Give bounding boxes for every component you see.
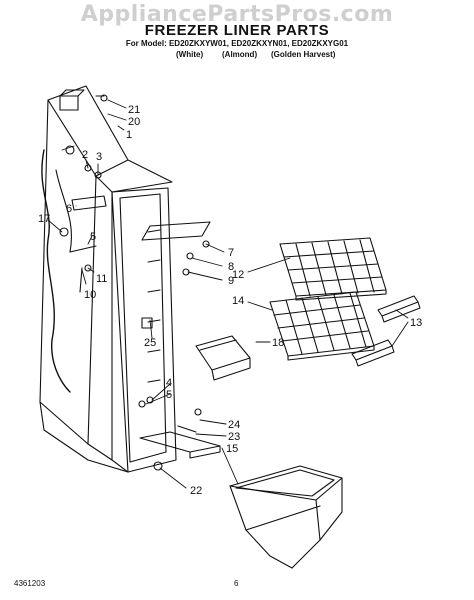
callout-17: 17 bbox=[38, 213, 50, 225]
site-watermark: AppliancePartsPros.com bbox=[80, 2, 394, 27]
shelf-lower bbox=[269, 291, 375, 361]
callout-23: 23 bbox=[228, 431, 240, 443]
callout-13: 13 bbox=[410, 317, 422, 329]
callout-5b: 5 bbox=[166, 389, 172, 401]
document-number: 4361203 bbox=[14, 579, 46, 588]
callout-11: 11 bbox=[96, 273, 107, 285]
callout-4: 4 bbox=[166, 377, 172, 389]
callout-10: 10 bbox=[84, 289, 96, 301]
color-golden: (Golden Harvest) bbox=[271, 50, 336, 59]
callout-3: 3 bbox=[96, 151, 102, 163]
shelf-rails bbox=[351, 295, 421, 367]
callout-22: 22 bbox=[190, 485, 202, 497]
callout-12: 12 bbox=[232, 269, 244, 281]
callout-15: 15 bbox=[226, 443, 238, 455]
page-number: 6 bbox=[234, 579, 239, 588]
part-18-cover bbox=[195, 335, 251, 381]
callout-21: 21 bbox=[128, 104, 140, 116]
callout-6: 6 bbox=[66, 203, 72, 215]
callout-25: 25 bbox=[144, 337, 156, 349]
color-white: (White) bbox=[176, 50, 204, 59]
shelf-upper bbox=[279, 237, 387, 301]
callout-7: 7 bbox=[228, 247, 234, 259]
callout-14: 14 bbox=[232, 295, 244, 307]
callout-9: 9 bbox=[228, 275, 234, 287]
freezer-liner bbox=[39, 85, 221, 473]
page-title: FREEZER LINER PARTS bbox=[144, 22, 330, 39]
callout-8: 8 bbox=[228, 261, 234, 273]
model-line: For Model: ED20ZKXYW01, ED20ZKXYN01, ED2… bbox=[125, 39, 349, 48]
callout-numbers: 21 20 1 2 3 6 17 5 11 10 7 8 9 12 14 13 … bbox=[38, 104, 422, 497]
callout-1: 1 bbox=[126, 129, 132, 141]
callout-20: 20 bbox=[128, 116, 140, 128]
callout-18: 18 bbox=[272, 337, 284, 349]
callout-2: 2 bbox=[82, 149, 88, 161]
callout-5a: 5 bbox=[90, 231, 96, 243]
color-almond: (Almond) bbox=[222, 50, 258, 59]
leader-lines bbox=[47, 99, 409, 489]
ice-bin bbox=[229, 465, 343, 569]
callout-24: 24 bbox=[228, 419, 240, 431]
